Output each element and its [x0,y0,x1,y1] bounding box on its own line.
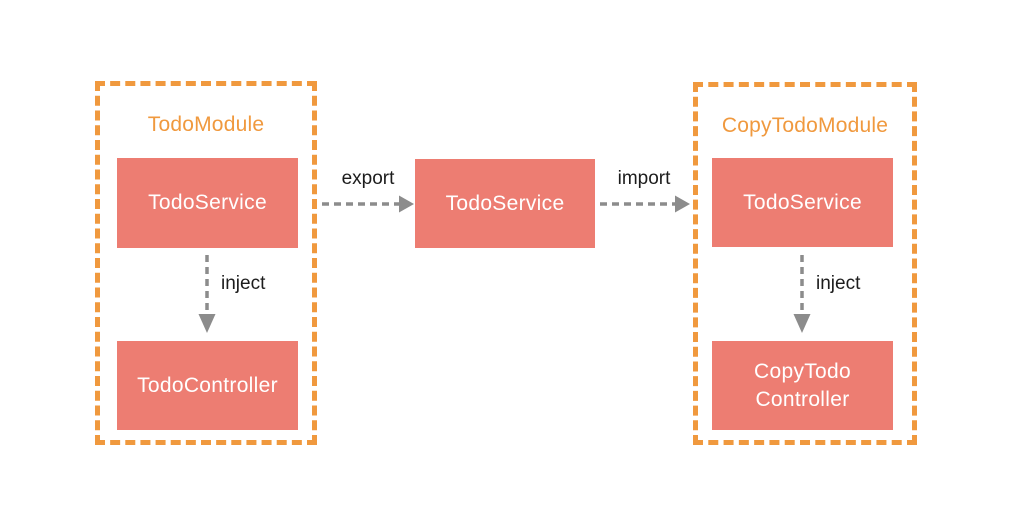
copy-todo-module-title: CopyTodoModule [721,114,889,137]
todo-service-box-middle: TodoService [415,159,595,248]
export-arrow [322,195,414,213]
todo-module-title: TodoModule [147,113,265,136]
export-label: export [341,168,395,189]
inject-label-left: inject [221,273,266,294]
copy-todo-module-container: CopyTodoModule [693,82,917,445]
todo-service-box-left: TodoService [117,158,298,248]
copy-todo-controller-box: CopyTodo Controller [712,341,893,430]
import-arrow [600,195,690,213]
todo-controller-box: TodoController [117,341,298,430]
todo-service-box-right: TodoService [712,158,893,247]
import-label: import [617,168,671,189]
todo-module-container: TodoModule [95,81,317,445]
inject-label-right: inject [816,273,861,294]
